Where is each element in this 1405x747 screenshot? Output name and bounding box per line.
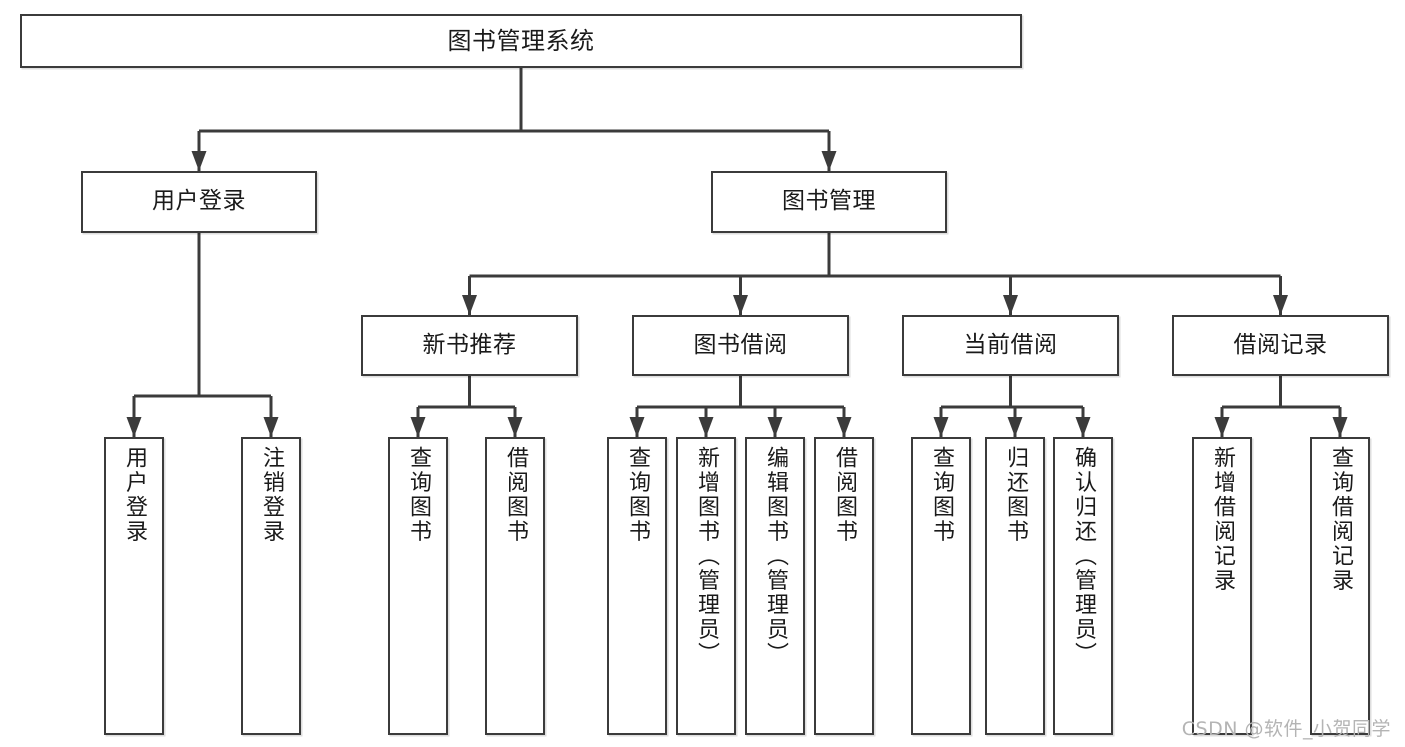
node-label: 当前借阅 <box>963 331 1058 358</box>
arrow-head-icon <box>733 295 748 315</box>
arrow-head-icon <box>1007 417 1023 437</box>
arrow-head-icon <box>767 417 783 437</box>
node-label: 用户登录 <box>122 446 147 544</box>
node-label: 归还图书 <box>1003 446 1028 544</box>
arrow-head-icon <box>836 417 852 437</box>
node-new-book-rec[interactable]: 新书推荐 <box>361 315 578 376</box>
node-leaf-bb-borrow[interactable]: 借阅图书 <box>814 437 874 735</box>
node-leaf-cb-confirm[interactable]: 确认归还（管理员） <box>1053 437 1113 735</box>
node-label: 新增借阅记录 <box>1210 446 1235 593</box>
node-leaf-br-add[interactable]: 新增借阅记录 <box>1192 437 1252 735</box>
node-label: 新增图书（管理员） <box>694 446 719 667</box>
arrow-head-icon <box>629 417 645 437</box>
node-root[interactable]: 图书管理系统 <box>20 14 1022 68</box>
node-book-manage[interactable]: 图书管理 <box>711 171 947 233</box>
node-leaf-nb-query[interactable]: 查询图书 <box>388 437 448 735</box>
arrow-head-icon <box>933 417 949 437</box>
arrow-head-icon <box>410 417 426 437</box>
arrow-head-icon <box>1273 295 1288 315</box>
node-label: 图书管理系统 <box>447 26 595 55</box>
arrow-head-icon <box>263 417 279 437</box>
node-label: 查询借阅记录 <box>1328 446 1353 593</box>
node-leaf-logout[interactable]: 注销登录 <box>241 437 301 735</box>
node-book-borrow[interactable]: 图书借阅 <box>632 315 849 376</box>
arrow-head-icon <box>462 295 477 315</box>
arrow-head-icon <box>1214 417 1230 437</box>
node-label: 借阅图书 <box>832 446 857 544</box>
node-label: 查询图书 <box>406 446 431 544</box>
node-label: 借阅记录 <box>1233 331 1328 358</box>
arrow-head-icon <box>1075 417 1091 437</box>
node-leaf-br-query[interactable]: 查询借阅记录 <box>1310 437 1370 735</box>
node-label: 查询图书 <box>625 446 650 544</box>
node-leaf-bb-add[interactable]: 新增图书（管理员） <box>676 437 736 735</box>
node-leaf-nb-borrow[interactable]: 借阅图书 <box>485 437 545 735</box>
node-label: 确认归还（管理员） <box>1071 446 1096 667</box>
node-label: 注销登录 <box>259 446 284 544</box>
node-leaf-cb-return[interactable]: 归还图书 <box>985 437 1045 735</box>
arrow-head-icon <box>698 417 714 437</box>
arrow-head-icon <box>821 151 837 171</box>
node-user-login[interactable]: 用户登录 <box>81 171 317 233</box>
node-leaf-bb-query[interactable]: 查询图书 <box>607 437 667 735</box>
node-label: 查询图书 <box>929 446 954 544</box>
node-leaf-bb-edit[interactable]: 编辑图书（管理员） <box>745 437 805 735</box>
node-label: 用户登录 <box>152 188 246 215</box>
arrow-head-icon <box>126 417 142 437</box>
arrow-head-icon <box>191 151 207 171</box>
arrow-head-icon <box>1332 417 1348 437</box>
node-label: 图书借阅 <box>693 331 788 358</box>
arrow-head-icon <box>507 417 523 437</box>
node-label: 编辑图书（管理员） <box>763 446 788 667</box>
node-label: 图书管理 <box>782 188 876 215</box>
node-current-borrow[interactable]: 当前借阅 <box>902 315 1119 376</box>
node-leaf-cb-query[interactable]: 查询图书 <box>911 437 971 735</box>
node-label: 借阅图书 <box>503 446 528 544</box>
arrow-head-icon <box>1003 295 1018 315</box>
node-leaf-user-login[interactable]: 用户登录 <box>104 437 164 735</box>
node-label: 新书推荐 <box>422 331 517 358</box>
node-borrow-record[interactable]: 借阅记录 <box>1172 315 1389 376</box>
